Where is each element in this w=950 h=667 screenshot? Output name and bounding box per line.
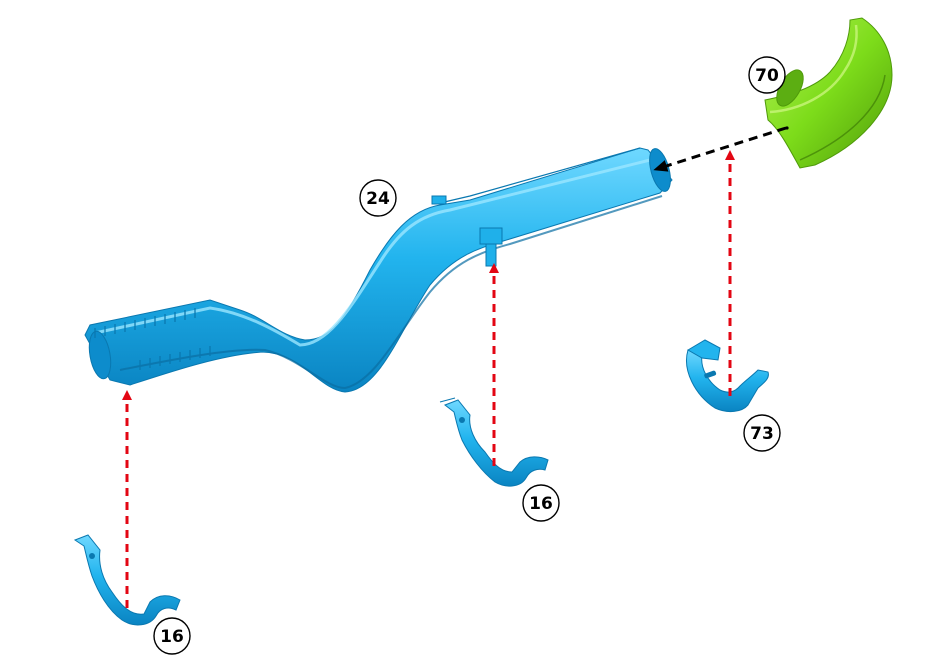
callout-clip-rear: 73 [744,415,780,451]
clip-part-rear [687,340,769,412]
callout-elbow-label: 70 [755,66,779,86]
callout-clip-front: 16 [154,618,190,654]
callout-elbow: 70 [749,57,785,93]
callout-clip-front-label: 16 [160,627,184,647]
callout-duct: 24 [360,180,396,216]
clip-part-middle [440,398,548,486]
callout-duct-label: 24 [366,189,390,209]
assembly-arrow-elbow [660,128,786,168]
callout-clip-rear-label: 73 [750,424,774,444]
callout-clip-middle: 16 [523,485,559,521]
elbow-part [765,18,892,168]
callout-clip-middle-label: 16 [529,494,553,514]
